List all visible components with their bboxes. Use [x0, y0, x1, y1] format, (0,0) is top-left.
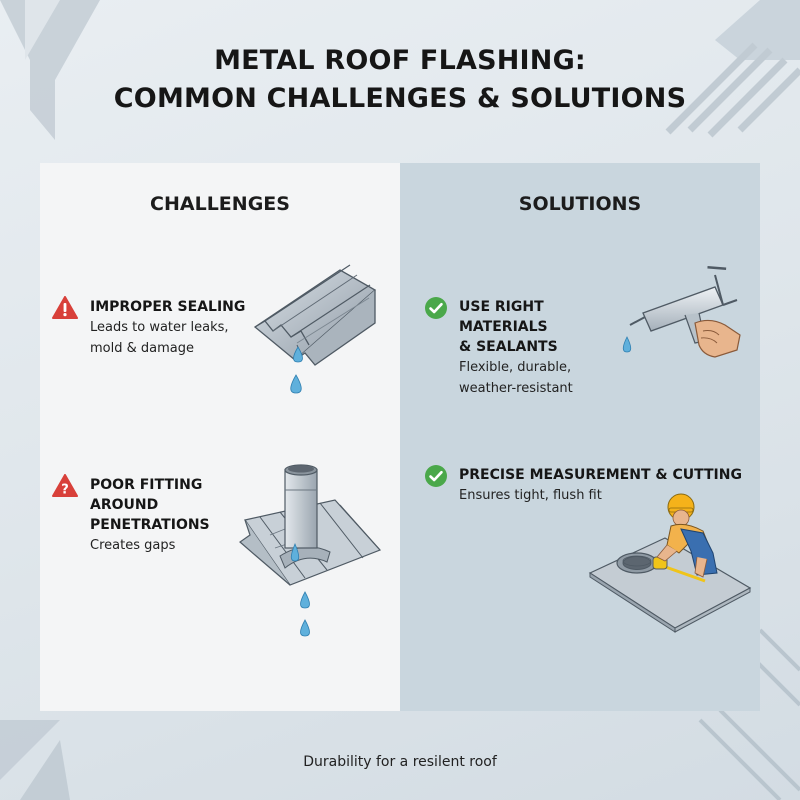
solution-desc-line: Ensures tight, flush fit [459, 488, 602, 503]
challenge-desc-line: mold & damage [90, 341, 194, 356]
title-line-1: METAL ROOF FLASHING: [214, 45, 586, 76]
check-circle-icon [425, 465, 447, 487]
solution-desc-line: Flexible, durable, [459, 360, 572, 375]
solution-desc-line: weather-resistant [459, 381, 573, 396]
check-circle-icon [425, 297, 447, 319]
challenge-desc-line: Creates gaps [90, 538, 176, 553]
challenge-desc-line: Leads to water leaks, [90, 320, 229, 335]
solution-title: & SEALANTS [459, 339, 558, 355]
leaking-metal-roof-panel [253, 264, 377, 394]
roof-pipe-penetration-dripping [239, 464, 382, 637]
solutions-panel [400, 163, 760, 711]
challenges-heading: CHALLENGES [150, 193, 290, 215]
solution-title: USE RIGHT MATERIALS [459, 299, 548, 335]
challenge-title: PENETRATIONS [90, 517, 210, 533]
warning-question-icon: ? [52, 474, 78, 498]
solutions-heading: SOLUTIONS [518, 193, 642, 215]
footer-tagline: Durability for a resilent roof [303, 754, 497, 770]
challenge-title: IMPROPER SEALING [90, 299, 246, 315]
page-title: METAL ROOF FLASHING: COMMON CHALLENGES &… [0, 42, 800, 118]
challenge-item-improper-sealing: IMPROPER SEALING Leads to water leaks, m… [90, 297, 260, 359]
solution-item-right-materials: USE RIGHT MATERIALS & SEALANTS Flexible,… [459, 297, 634, 399]
warning-exclamation-icon [52, 296, 78, 319]
challenges-panel [40, 163, 400, 711]
challenge-title: POOR FITTING AROUND [90, 477, 203, 513]
title-line-2: COMMON CHALLENGES & SOLUTIONS [113, 83, 687, 114]
caulking-gun-in-hand [622, 266, 741, 358]
svg-text:?: ? [61, 483, 69, 498]
worker-measuring-sheet [588, 493, 752, 633]
solution-title: PRECISE MEASUREMENT & CUTTING [459, 467, 742, 483]
challenge-item-poor-fitting: POOR FITTING AROUND PENETRATIONS Creates… [90, 475, 270, 556]
solution-item-precise-measurement: PRECISE MEASUREMENT & CUTTING Ensures ti… [459, 465, 749, 506]
